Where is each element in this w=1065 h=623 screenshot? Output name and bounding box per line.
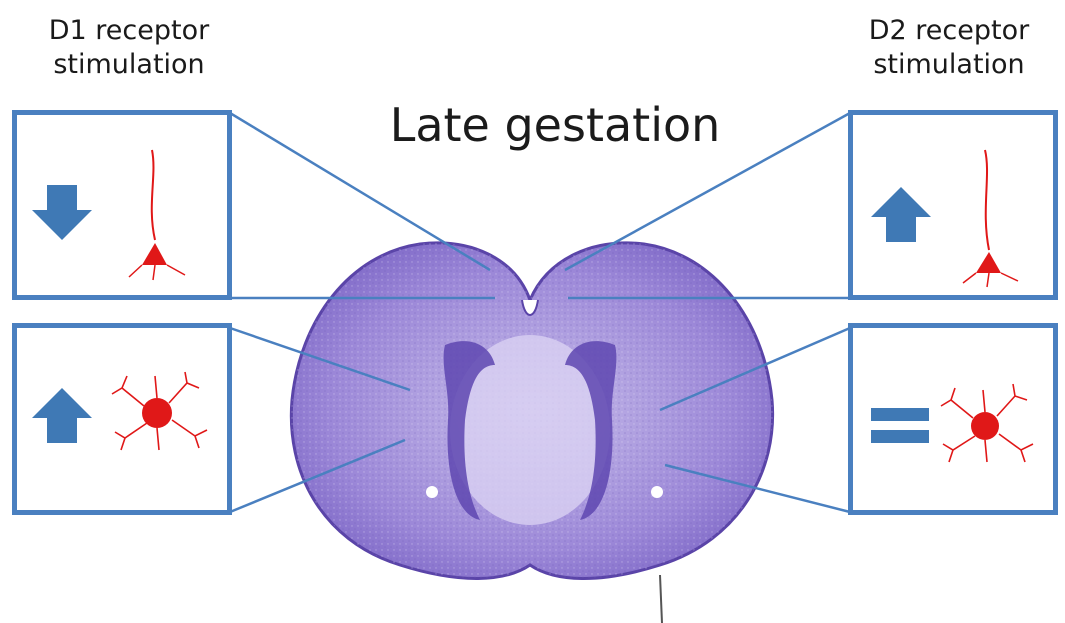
panel-left-top [12, 110, 232, 300]
right-header-line1: D2 receptor [838, 14, 1060, 48]
equals-icon [871, 408, 929, 443]
panel-left-top-art [17, 115, 227, 295]
left-header-line1: D1 receptor [14, 14, 244, 48]
up-arrow-icon [871, 187, 931, 242]
left-header: D1 receptor stimulation [14, 14, 244, 82]
panel-right-top [848, 110, 1058, 300]
panel-right-bottom-art [853, 328, 1053, 510]
panel-right-bottom [848, 323, 1058, 515]
panel-left-bottom [12, 323, 232, 515]
pyramidal-neuron-icon [129, 150, 185, 280]
interneuron-icon [941, 384, 1033, 462]
pyramidal-neuron-icon [963, 150, 1018, 287]
right-header: D2 receptor stimulation [838, 14, 1060, 82]
interneuron-icon [112, 372, 207, 450]
diagram-title: Late gestation [355, 95, 755, 155]
right-header-line2: stimulation [838, 48, 1060, 82]
brain-section [291, 243, 772, 623]
up-arrow-icon [32, 388, 92, 443]
panel-right-top-art [853, 115, 1053, 295]
down-arrow-icon [32, 185, 92, 240]
left-header-line2: stimulation [14, 48, 244, 82]
panel-left-bottom-art [17, 328, 227, 510]
